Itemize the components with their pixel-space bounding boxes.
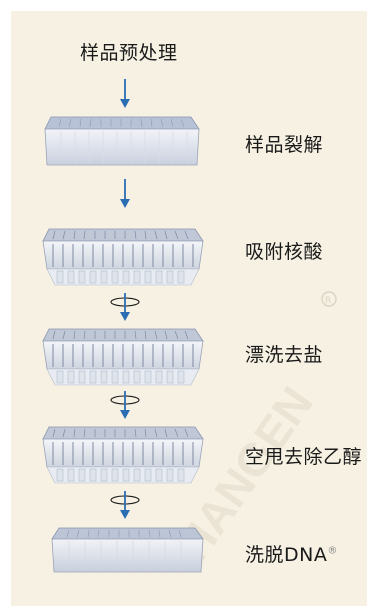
centrifuge-arrow-icon — [110, 293, 140, 321]
dry-column-plate-icon — [42, 426, 204, 484]
down-arrow-icon — [120, 179, 130, 208]
lysis-plate-icon — [44, 116, 200, 166]
elution-plate-icon — [51, 527, 204, 573]
wash-column-plate-icon — [42, 328, 204, 386]
centrifuge-arrow-icon — [110, 391, 140, 419]
flowchart-panel: TIANGEN R 样品预处理 — [11, 11, 367, 606]
step-elute-text: 洗脱DNA — [245, 544, 328, 566]
step-binding-label: 吸附核酸 — [245, 241, 324, 263]
step-elute-label: 洗脱DNA® — [245, 546, 338, 565]
svg-text:R: R — [325, 296, 331, 306]
step-wash-label: 漂洗去盐 — [245, 344, 324, 366]
centrifuge-arrow-icon — [110, 491, 140, 519]
down-arrow-icon — [120, 79, 130, 108]
binding-column-plate-icon — [42, 228, 204, 286]
step-dry-label: 空甩去除乙醇 — [245, 446, 363, 468]
step-pretreatment-label: 样品预处理 — [80, 42, 178, 64]
step-lysis-label: 样品裂解 — [245, 134, 324, 156]
registered-mark: ® — [327, 545, 338, 557]
